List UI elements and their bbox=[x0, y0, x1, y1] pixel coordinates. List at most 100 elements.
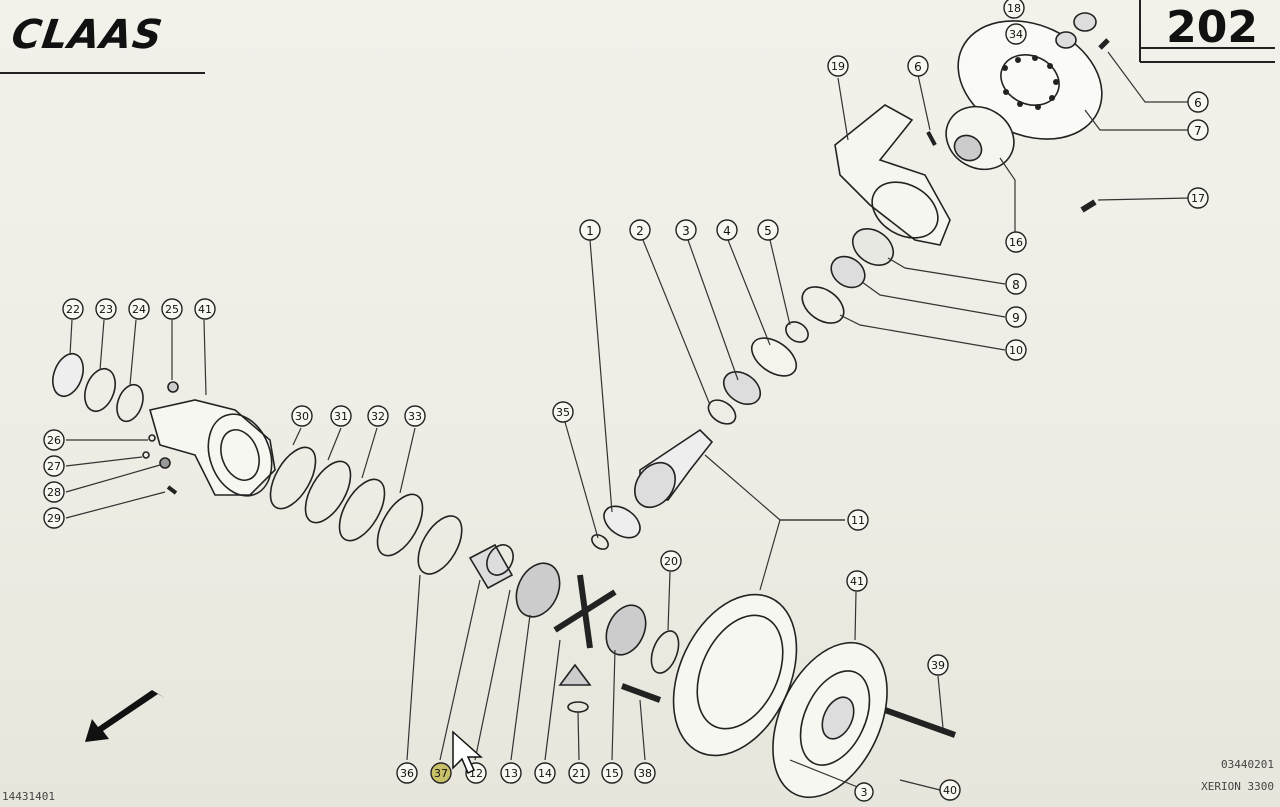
svg-text:27: 27 bbox=[47, 460, 61, 473]
callout-11[interactable]: 11 bbox=[847, 509, 869, 531]
callout-20[interactable]: 20 bbox=[660, 550, 682, 572]
callout-37[interactable]: 37 bbox=[430, 762, 452, 784]
callout-32[interactable]: 32 bbox=[367, 405, 389, 427]
svg-text:41: 41 bbox=[850, 575, 864, 588]
callout-1[interactable]: 1 bbox=[579, 219, 601, 241]
callout-31[interactable]: 31 bbox=[330, 405, 352, 427]
hub-flange-part bbox=[945, 105, 1015, 171]
svg-text:38: 38 bbox=[638, 767, 652, 780]
stud-29-part bbox=[166, 485, 178, 495]
callout-19[interactable]: 19 bbox=[827, 55, 849, 77]
svg-text:21: 21 bbox=[572, 767, 586, 780]
svg-text:11: 11 bbox=[851, 514, 865, 527]
shim-33-part bbox=[376, 493, 424, 557]
callout-41-right[interactable]: 41 bbox=[846, 570, 868, 592]
svg-text:37: 37 bbox=[434, 767, 448, 780]
svg-text:20: 20 bbox=[664, 555, 678, 568]
svg-text:17: 17 bbox=[1191, 192, 1205, 205]
ring-5-part bbox=[785, 321, 809, 343]
svg-text:14: 14 bbox=[538, 767, 552, 780]
side-gear-13-part bbox=[515, 562, 561, 618]
callout-39[interactable]: 39 bbox=[927, 654, 949, 676]
brake-disc-part bbox=[957, 20, 1103, 140]
callout-2[interactable]: 2 bbox=[629, 219, 651, 241]
bolt-38-part bbox=[620, 683, 662, 703]
callout-38[interactable]: 38 bbox=[634, 762, 656, 784]
callout-6-right[interactable]: 6 bbox=[1187, 91, 1209, 113]
callout-16[interactable]: 16 bbox=[1005, 231, 1027, 253]
callout-28[interactable]: 28 bbox=[43, 481, 65, 503]
drawing-code-right: 03440201 bbox=[1221, 758, 1274, 771]
callout-29[interactable]: 29 bbox=[43, 507, 65, 529]
callout-14[interactable]: 14 bbox=[534, 762, 556, 784]
bolt-39-part bbox=[883, 707, 957, 738]
callout-7[interactable]: 7 bbox=[1187, 119, 1209, 141]
svg-text:7: 7 bbox=[1194, 124, 1202, 138]
callout-8[interactable]: 8 bbox=[1005, 273, 1027, 295]
washer-20-part bbox=[650, 630, 680, 674]
ring-3-part bbox=[722, 370, 762, 406]
callout-22[interactable]: 22 bbox=[62, 298, 84, 320]
callout-13[interactable]: 13 bbox=[500, 762, 522, 784]
callout-34[interactable]: 34 bbox=[1005, 23, 1027, 45]
svg-text:33: 33 bbox=[408, 410, 422, 423]
svg-text:3: 3 bbox=[861, 786, 868, 799]
callout-26[interactable]: 26 bbox=[43, 429, 65, 451]
callout-10[interactable]: 10 bbox=[1005, 339, 1027, 361]
nut-part bbox=[1055, 12, 1097, 49]
callout-6-top[interactable]: 6 bbox=[907, 55, 929, 77]
callout-30[interactable]: 30 bbox=[291, 405, 313, 427]
callout-18[interactable]: 18 bbox=[1003, 0, 1025, 19]
pinion-gear-21-part bbox=[558, 663, 592, 686]
callout-21[interactable]: 21 bbox=[568, 762, 590, 784]
callout-24[interactable]: 24 bbox=[128, 298, 150, 320]
callout-3-bottom[interactable]: 3 bbox=[854, 782, 874, 802]
svg-text:25: 25 bbox=[165, 303, 179, 316]
svg-text:26: 26 bbox=[47, 434, 61, 447]
svg-text:18: 18 bbox=[1007, 2, 1021, 15]
pinion-shaft-part bbox=[634, 428, 714, 509]
shim-32-part bbox=[338, 478, 386, 542]
callout-41-left[interactable]: 41 bbox=[194, 298, 216, 320]
svg-text:15: 15 bbox=[605, 767, 619, 780]
ring-23-part bbox=[84, 367, 116, 413]
svg-text:36: 36 bbox=[400, 767, 414, 780]
bolt-17-part bbox=[1080, 199, 1097, 213]
svg-text:28: 28 bbox=[47, 486, 61, 499]
svg-text:8: 8 bbox=[1012, 278, 1020, 292]
page-number: 202 bbox=[1166, 2, 1258, 53]
svg-text:23: 23 bbox=[99, 303, 113, 316]
svg-text:39: 39 bbox=[931, 659, 945, 672]
bolt-part bbox=[1098, 38, 1110, 50]
bearing-race-part bbox=[801, 286, 845, 324]
svg-text:16: 16 bbox=[1009, 236, 1023, 249]
callout-9[interactable]: 9 bbox=[1005, 306, 1027, 328]
svg-text:24: 24 bbox=[132, 303, 146, 316]
callout-17[interactable]: 17 bbox=[1187, 187, 1209, 209]
callout-33[interactable]: 33 bbox=[404, 405, 426, 427]
svg-text:19: 19 bbox=[831, 60, 845, 73]
washer-21-part bbox=[567, 701, 589, 713]
callout-5[interactable]: 5 bbox=[757, 219, 779, 241]
callout-27[interactable]: 27 bbox=[43, 455, 65, 477]
bracket-part bbox=[834, 104, 951, 246]
svg-text:3: 3 bbox=[682, 224, 690, 238]
callout-25[interactable]: 25 bbox=[161, 298, 183, 320]
callout-35[interactable]: 35 bbox=[552, 401, 574, 423]
mouse-cursor-icon bbox=[452, 730, 483, 775]
spider-cross-14-part bbox=[553, 574, 617, 649]
svg-text:41: 41 bbox=[198, 303, 212, 316]
ring-36-part bbox=[417, 515, 463, 575]
callout-4[interactable]: 4 bbox=[716, 219, 738, 241]
callout-40[interactable]: 40 bbox=[939, 779, 961, 801]
shim-30-part bbox=[269, 446, 317, 510]
callout-36[interactable]: 36 bbox=[396, 762, 418, 784]
ring-4-part bbox=[750, 337, 798, 377]
callout-15[interactable]: 15 bbox=[601, 762, 623, 784]
callout-23[interactable]: 23 bbox=[95, 298, 117, 320]
callout-3[interactable]: 3 bbox=[675, 219, 697, 241]
header-rules bbox=[0, 0, 1275, 74]
differential-housing-part bbox=[148, 399, 276, 497]
